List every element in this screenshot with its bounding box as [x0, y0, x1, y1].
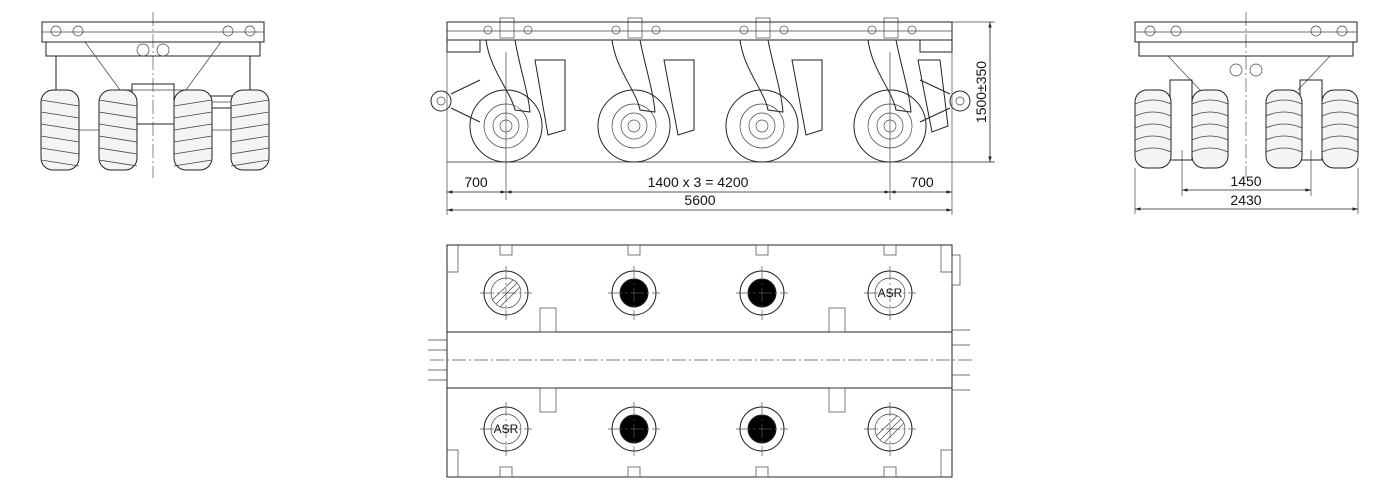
plan-bottom-row-stations: ASR [480, 402, 916, 456]
suspension-arms [485, 39, 949, 136]
side-view-wheels [469, 89, 927, 163]
tow-eye-left [430, 90, 452, 112]
dim-left-overhang: 700 [464, 174, 488, 190]
side-view: 700 1400 x 3 = 4200 700 5600 1500±350 [430, 17, 995, 215]
left-view-wheels [40, 89, 270, 171]
dim-total-length: 5600 [684, 192, 715, 208]
dim-track-width: 1450 [1230, 173, 1261, 189]
asr-label-top: ASR [878, 286, 903, 300]
deck-brackets [483, 17, 917, 39]
left-end-view [40, 12, 270, 178]
dim-right-overhang: 700 [910, 174, 934, 190]
plan-top-row-stations: ASR [480, 266, 916, 320]
right-end-view: 1450 2430 [1134, 12, 1359, 214]
side-wheel-3 [725, 89, 799, 163]
plan-outline [446, 244, 953, 478]
dim-height: 1500±350 [973, 61, 989, 123]
dim-total-width: 2430 [1230, 192, 1261, 208]
plan-edge-notches [499, 244, 897, 478]
right-view-wheels [1134, 89, 1359, 169]
tow-eye-right [949, 90, 971, 112]
side-wheel-2 [597, 89, 671, 163]
dim-axle-spacing: 1400 x 3 = 4200 [648, 174, 749, 190]
plan-view: ASR ASR [428, 244, 975, 478]
asr-label-bottom: ASR [494, 422, 519, 436]
